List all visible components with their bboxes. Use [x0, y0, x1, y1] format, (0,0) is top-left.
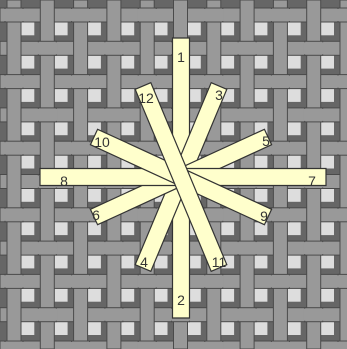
weave-crossing-fill	[204, 275, 224, 287]
weave-crossing-fill	[71, 142, 91, 154]
weave-crossing-fill	[37, 309, 57, 321]
stitch-label-10: 10	[94, 134, 110, 150]
weave-crossing-fill	[37, 42, 57, 54]
weave-crossing-fill	[237, 109, 257, 121]
weave-crossing-fill	[137, 275, 157, 287]
weave-crossing-fill	[304, 242, 324, 254]
stitch-label-1: 1	[177, 49, 185, 65]
weave-crossing-fill	[304, 309, 324, 321]
weave-crossing-fill	[337, 342, 347, 349]
weave-crossing-fill	[270, 209, 290, 221]
weave-crossing-fill	[237, 309, 257, 321]
weave-crossing-fill	[237, 242, 257, 254]
weave-thread-vertical	[340, 0, 347, 349]
weave-crossing-fill	[4, 342, 24, 349]
stitch-label-11: 11	[212, 254, 227, 270]
stitch-label-2: 2	[177, 292, 185, 308]
weave-crossing-fill	[304, 109, 324, 121]
stitch-label-5: 5	[262, 133, 270, 149]
weave-crossing-fill	[4, 142, 24, 154]
weave-crossing-fill	[4, 209, 24, 221]
weave-crossing-fill	[37, 109, 57, 121]
weave-crossing-fill	[4, 76, 24, 88]
stitch-label-9: 9	[260, 208, 268, 224]
weave-crossing-fill	[237, 42, 257, 54]
weave-crossing-fill	[71, 275, 91, 287]
weave-crossing-fill	[37, 242, 57, 254]
weave-crossing-fill	[104, 309, 124, 321]
weave-crossing-fill	[71, 342, 91, 349]
stitch-label-12: 12	[138, 90, 154, 106]
weave-crossing-fill	[337, 142, 347, 154]
weave-crossing-fill	[71, 209, 91, 221]
weave-crossing-fill	[71, 76, 91, 88]
weave-crossing-fill	[4, 9, 24, 21]
weave-crossing-fill	[337, 275, 347, 287]
weave-crossing-fill	[204, 342, 224, 349]
weave-crossing-fill	[137, 9, 157, 21]
weave-crossing-fill	[270, 275, 290, 287]
weave-crossing-fill	[270, 76, 290, 88]
stitch-label-3: 3	[215, 87, 223, 103]
stitch-label-8: 8	[60, 173, 68, 189]
weave-crossing-fill	[337, 9, 347, 21]
weave-crossing-fill	[104, 242, 124, 254]
weave-crossing-fill	[337, 76, 347, 88]
weave-thread-vertical	[7, 0, 21, 349]
stitch-label-7: 7	[308, 173, 316, 189]
weave-crossing-fill	[137, 342, 157, 349]
weave-crossing-fill	[337, 209, 347, 221]
stitch-label-4: 4	[140, 254, 148, 270]
weave-crossing-fill	[71, 9, 91, 21]
weave-crossing-fill	[270, 342, 290, 349]
weave-crossing-fill	[104, 42, 124, 54]
weave-crossing-fill	[270, 142, 290, 154]
weave-crossing-fill	[304, 42, 324, 54]
weave-crossing-fill	[4, 275, 24, 287]
weave-crossing-fill	[270, 9, 290, 21]
stitch-label-6: 6	[92, 207, 100, 223]
weave-crossing-fill	[204, 9, 224, 21]
weave-crossing-fill	[104, 109, 124, 121]
